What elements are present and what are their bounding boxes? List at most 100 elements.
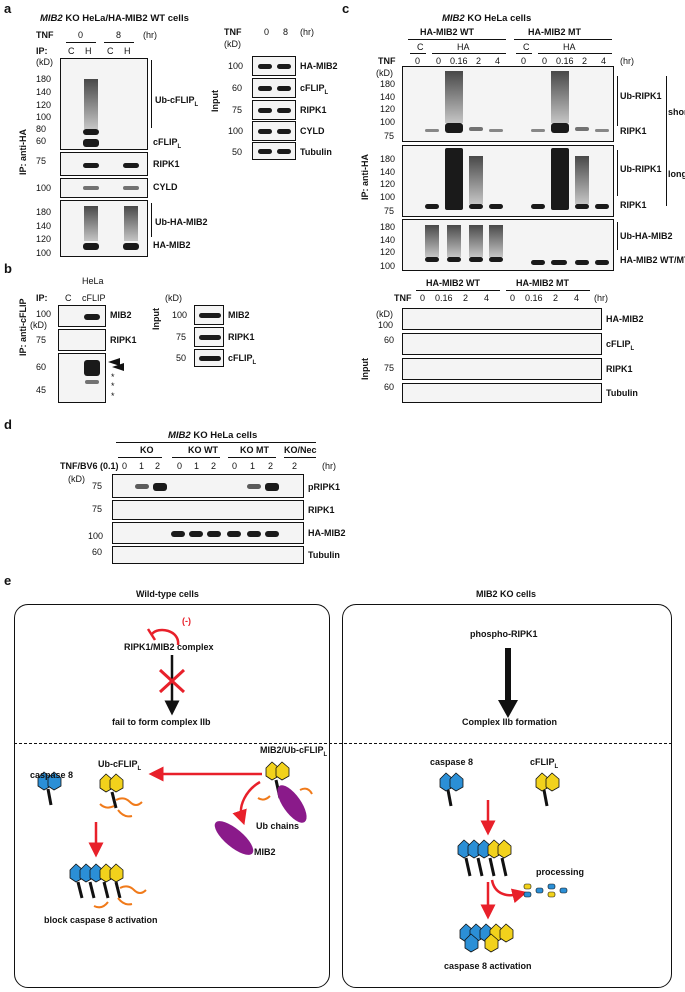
kd-label: (kD) [165,293,182,303]
input-c-cflip [402,333,602,355]
active-caspase8-icon [459,923,514,953]
panel-c-title: MIB2 KO HeLa cells [442,13,532,24]
ripk1-mib2-complex-label: RIPK1/MIB2 complex [124,642,214,652]
long-exposure-label: long [668,169,685,179]
input-group-wt: HA-MIB2 WT [426,278,480,288]
tnf-label: TNF [378,56,396,66]
star-marker: * [111,391,115,401]
kd-label: (kD) [68,474,85,484]
mw: 140 [380,167,396,177]
treatment-label: TNF/BV6 (0.1) [60,461,119,471]
panel-letter-c: c [342,1,350,16]
mw: 100 [88,531,104,541]
input-label-cyld: CYLD [300,126,325,136]
time: 0 [415,56,421,66]
ripk1-label: RIPK1 [620,126,647,136]
processed-fragments-icon [523,883,568,898]
input-label-ripk1: RIPK1 [606,364,633,374]
ha-mib2-wt-mt-label: HA-MIB2 WT/MT [620,255,685,265]
time: 0 [436,56,442,66]
wild-type-title: Wild-type cells [136,589,199,599]
blot-ha-mib2 [60,200,148,257]
time: 0 [420,293,426,303]
lane-c: C [107,46,114,56]
panel-letter-e: e [4,573,12,588]
ub-cflip-icon [99,773,143,818]
mw: 140 [36,87,52,97]
cflip-label: cFLIPL [153,137,182,150]
mw: 60 [36,136,47,146]
mw: 60 [92,547,103,557]
input-label-ha-mib2: HA-MIB2 [606,314,644,324]
mw: 100 [380,261,396,271]
blot-b-mib2 [58,305,106,327]
blocked-complex-icon [69,863,147,909]
group-ko-wt: KO WT [188,445,218,455]
d-label-ha-mib2: HA-MIB2 [308,528,346,538]
time: 0.16 [525,293,543,303]
input-label-cflip: cFLIPL [228,353,257,366]
mw: 180 [36,74,52,84]
time: 0.16 [450,56,468,66]
time-0: 0 [264,27,270,37]
group-mt: HA-MIB2 MT [528,27,581,37]
time: 0 [177,461,183,471]
input-c-ha-mib2 [402,308,602,330]
time: 2 [476,56,482,66]
time-8: 8 [283,27,289,37]
mw: 75 [36,335,47,345]
input-blot-ripk1 [252,100,296,120]
group-ko-nec: KO/Nec [284,445,317,455]
time-8: 8 [116,30,122,40]
hr-label: (hr) [620,56,634,66]
time: 1 [194,461,200,471]
caspase8-activation-label: caspase 8 activation [444,961,532,971]
mw: 120 [36,100,52,110]
block-activation-label: block caspase 8 activation [44,915,158,925]
hr-label: (hr) [143,30,157,40]
hr-label: (hr) [594,293,608,303]
blot-b-ripk1 [58,329,106,351]
time: 2 [155,461,161,471]
mw: 100 [36,183,52,193]
mw: 100 [36,248,52,258]
blot-d-pripk1 [112,474,304,498]
input-label-mib2: MIB2 [228,310,250,320]
kd-label: (kD) [224,39,241,49]
mw: 75 [36,156,47,166]
lane-h: H [124,46,131,56]
star-marker: * [111,372,115,382]
mw: 140 [36,221,52,231]
mw: 180 [380,222,396,232]
dissociation-arrow [232,780,261,826]
mw: 100 [380,117,396,127]
input-tnf-label: TNF [394,293,412,303]
panel-a-title: MIB2 KO HeLa/HA-MIB2 WT cells [40,13,189,24]
mw: 100 [36,112,52,122]
input-label-ripk1: RIPK1 [300,105,327,115]
mib2-label: MIB2 [254,847,276,857]
ha-mib2-label: HA-MIB2 [153,240,191,250]
mw: 75 [232,105,243,115]
input-tnf-label: TNF [224,27,242,37]
mw: 45 [36,385,47,395]
d-label-ripk1: RIPK1 [308,505,335,515]
time: 4 [574,293,580,303]
fail-label: fail to form complex IIb [112,717,211,727]
mw: 75 [92,504,103,514]
mw: 75 [384,363,395,373]
ub-chains-label: Ub chains [256,821,300,831]
time: 2 [292,461,298,471]
ko-cflip-icon [535,772,560,807]
mw: 120 [36,234,52,244]
time: 1 [139,461,145,471]
kd-label: (kD) [36,57,53,67]
mw: 180 [380,79,396,89]
caspase8-icon [37,771,62,806]
blot-d-ha-mib2 [112,522,304,544]
input-group-mt: HA-MIB2 MT [516,278,569,288]
blot-ub-cflip [60,58,148,150]
blot-d-tubulin [112,546,304,564]
ko-caspase8-label: caspase 8 [430,757,474,767]
mib2-icon [214,821,254,855]
